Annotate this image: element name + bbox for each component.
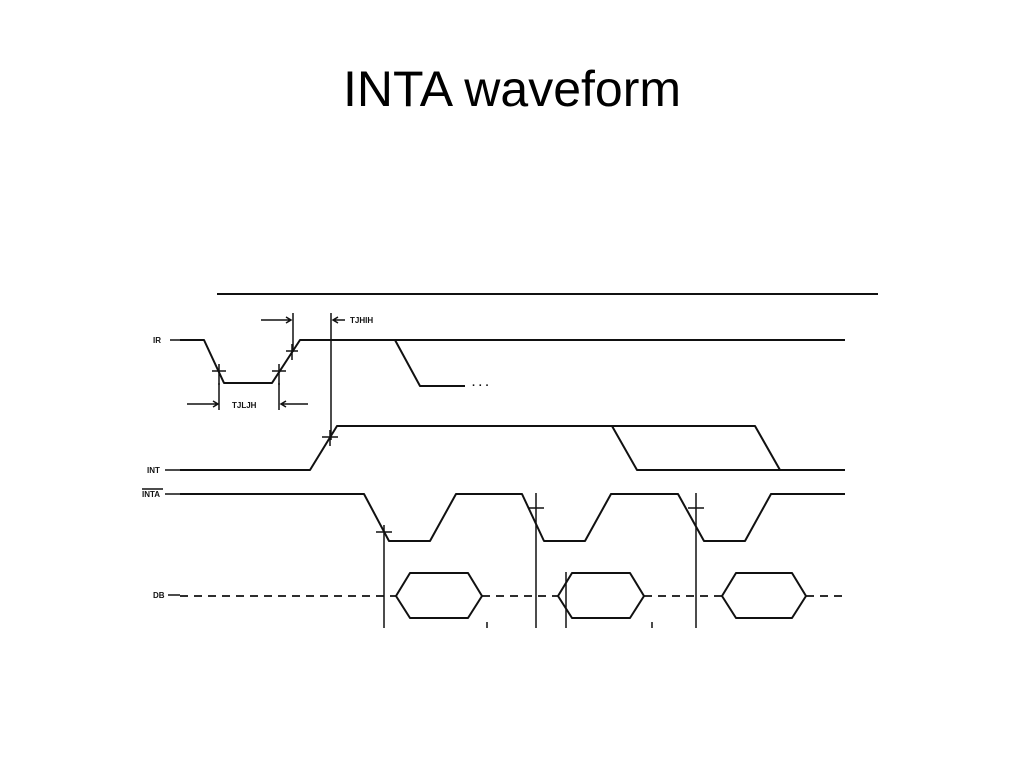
tjljh-label: TJLJH xyxy=(232,401,257,410)
db-signal: DB xyxy=(153,572,845,628)
db-label: DB xyxy=(153,591,165,600)
ir-continuation: · · · xyxy=(472,380,489,392)
int-label: INT xyxy=(147,466,160,475)
ir-falling-edge xyxy=(394,339,465,387)
slide-title: INTA waveform xyxy=(342,61,682,117)
ir-signal: IR · · · TJLJH TJHIH xyxy=(153,313,845,440)
db-data-window-1 xyxy=(395,572,483,619)
int-signal: INT xyxy=(147,425,845,475)
db-data-window-2 xyxy=(557,572,645,619)
db-data-window-3 xyxy=(721,572,807,619)
ir-label: IR xyxy=(153,336,161,345)
ir-waveform xyxy=(180,339,845,384)
inta-waveform xyxy=(180,493,845,542)
int-waveform xyxy=(180,425,845,471)
tjhih-label: TJHIH xyxy=(350,316,373,325)
inta-signal: INTA xyxy=(142,488,845,628)
inta-label: INTA xyxy=(142,490,160,499)
